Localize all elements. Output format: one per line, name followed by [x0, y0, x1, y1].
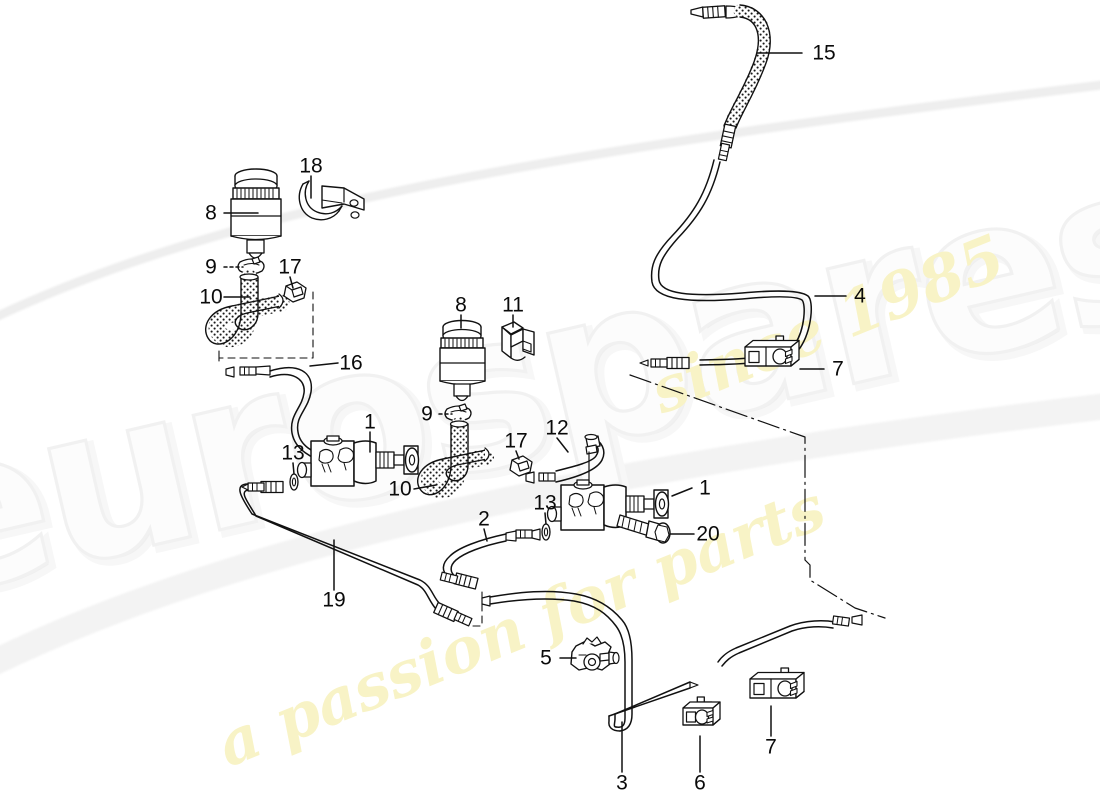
- part-1-master-cylinder-right: [546, 479, 670, 531]
- callout-8-left: 8: [205, 201, 217, 225]
- part-17-clip-left: [283, 281, 307, 303]
- callout-10-mid: 10: [388, 477, 412, 501]
- part-15-braided-hose: [690, 4, 771, 162]
- part-7-double-clip-upper: [744, 335, 800, 367]
- leader-lines: [223, 52, 847, 773]
- callout-13-right: 13: [533, 491, 557, 515]
- callout-11: 11: [502, 293, 524, 317]
- callout-15: 15: [812, 41, 836, 65]
- callout-19: 19: [322, 588, 346, 612]
- lower-right-pipe: [717, 614, 863, 667]
- part-10-supply-hose-mid: [416, 417, 494, 499]
- part-4-upper-pipe: [639, 159, 813, 370]
- callout-12: 12: [545, 416, 569, 440]
- part-12-elbow-pipe: [525, 433, 605, 484]
- callout-1-left: 1: [364, 410, 376, 434]
- callout-20: 20: [696, 522, 720, 546]
- part-19-left-pipe: [239, 480, 473, 627]
- callout-2: 2: [478, 507, 490, 531]
- part-17-clip-mid: [509, 455, 533, 477]
- part-13-seal-right: [541, 523, 551, 541]
- callout-6: 6: [694, 771, 706, 795]
- part-9-clamp-mid: [444, 403, 472, 422]
- callout-7-lower: 7: [765, 735, 777, 759]
- callout-3: 3: [616, 771, 628, 795]
- part-20-flange-bolt: [616, 514, 671, 544]
- callout-9-left: 9: [205, 255, 217, 279]
- callout-9-mid: 9: [421, 402, 433, 426]
- part-8-reservoir-mid: [439, 319, 486, 402]
- callout-16: 16: [339, 351, 363, 375]
- callout-8-mid: 8: [455, 293, 467, 317]
- callout-4: 4: [854, 284, 866, 308]
- callout-17-mid: 17: [504, 429, 528, 453]
- part-5-connector-block: [570, 636, 620, 671]
- part-7-double-clip-lower: [749, 667, 805, 699]
- callout-1-right: 1: [699, 476, 711, 500]
- callout-10-left: 10: [199, 285, 223, 309]
- part-10-supply-hose-left: [205, 269, 290, 348]
- dash-dot-boundary: [629, 374, 886, 619]
- part-6-single-clip: [682, 696, 721, 726]
- part-18-reservoir-holder: [298, 180, 365, 221]
- part-9-clamp-left: [237, 256, 265, 275]
- part-8-reservoir-left: [230, 168, 282, 259]
- callout-18: 18: [299, 154, 323, 178]
- part-13-seal-left: [289, 473, 299, 491]
- callout-13-left: 13: [281, 441, 305, 465]
- assembly-bracket-lines: [469, 591, 483, 627]
- part-3-long-pipe: [481, 590, 699, 732]
- part-2-short-line: [439, 528, 541, 590]
- assembly-bracket-left: [218, 291, 314, 367]
- callout-7-upper: 7: [832, 357, 844, 381]
- callout-5: 5: [540, 646, 552, 670]
- part-11-bracket: [501, 321, 535, 361]
- callout-17-left: 17: [278, 255, 302, 279]
